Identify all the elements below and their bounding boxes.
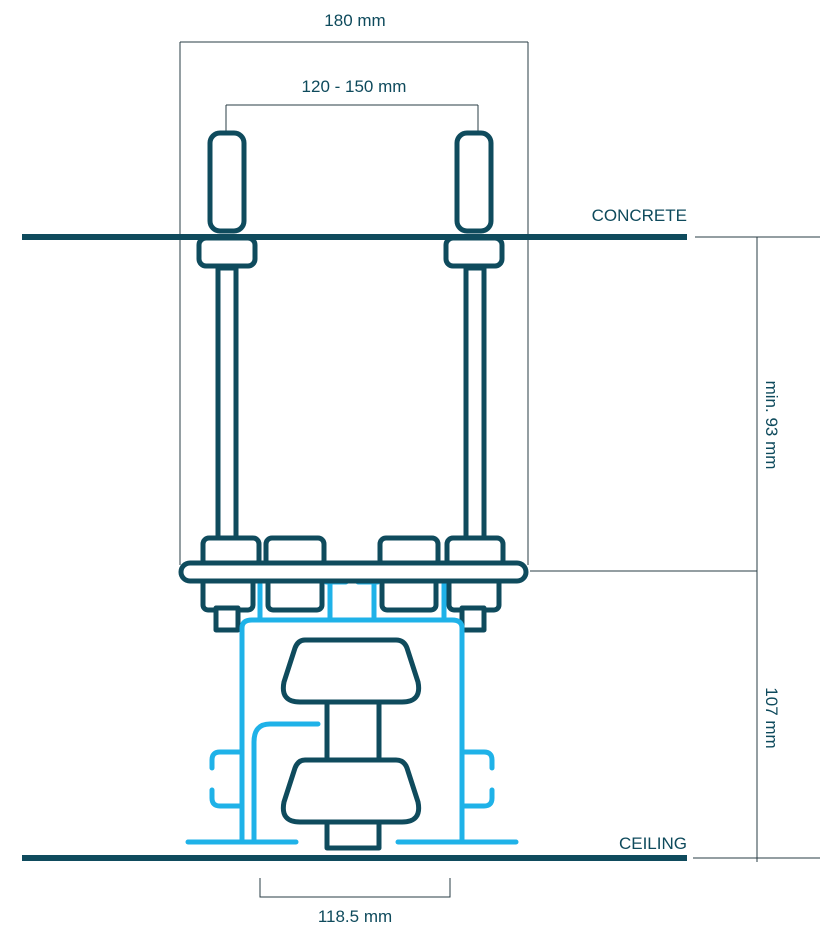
dim-rod-spacing [225, 104, 479, 132]
label-bottom-width: 118.5 mm [318, 907, 392, 926]
label-ceiling: CEILING [619, 834, 687, 853]
pipe-clamp [280, 637, 422, 851]
dim-right-vertical [530, 236, 820, 862]
mounting-rail [178, 560, 529, 584]
label-hanger-height: 107 mm [762, 687, 781, 748]
dim-bottom-width [259, 878, 451, 898]
dim-top-width [179, 41, 529, 565]
label-rod-spacing: 120 - 150 mm [302, 77, 407, 96]
label-min-depth: min. 93 mm [762, 381, 781, 470]
label-top-width: 180 mm [324, 11, 385, 30]
label-concrete: CONCRETE [592, 206, 687, 225]
anchor-rod-left [196, 130, 262, 633]
dimension-lines [179, 41, 820, 898]
hanger-bracket [185, 579, 519, 845]
anchor-rod-right [443, 130, 506, 633]
